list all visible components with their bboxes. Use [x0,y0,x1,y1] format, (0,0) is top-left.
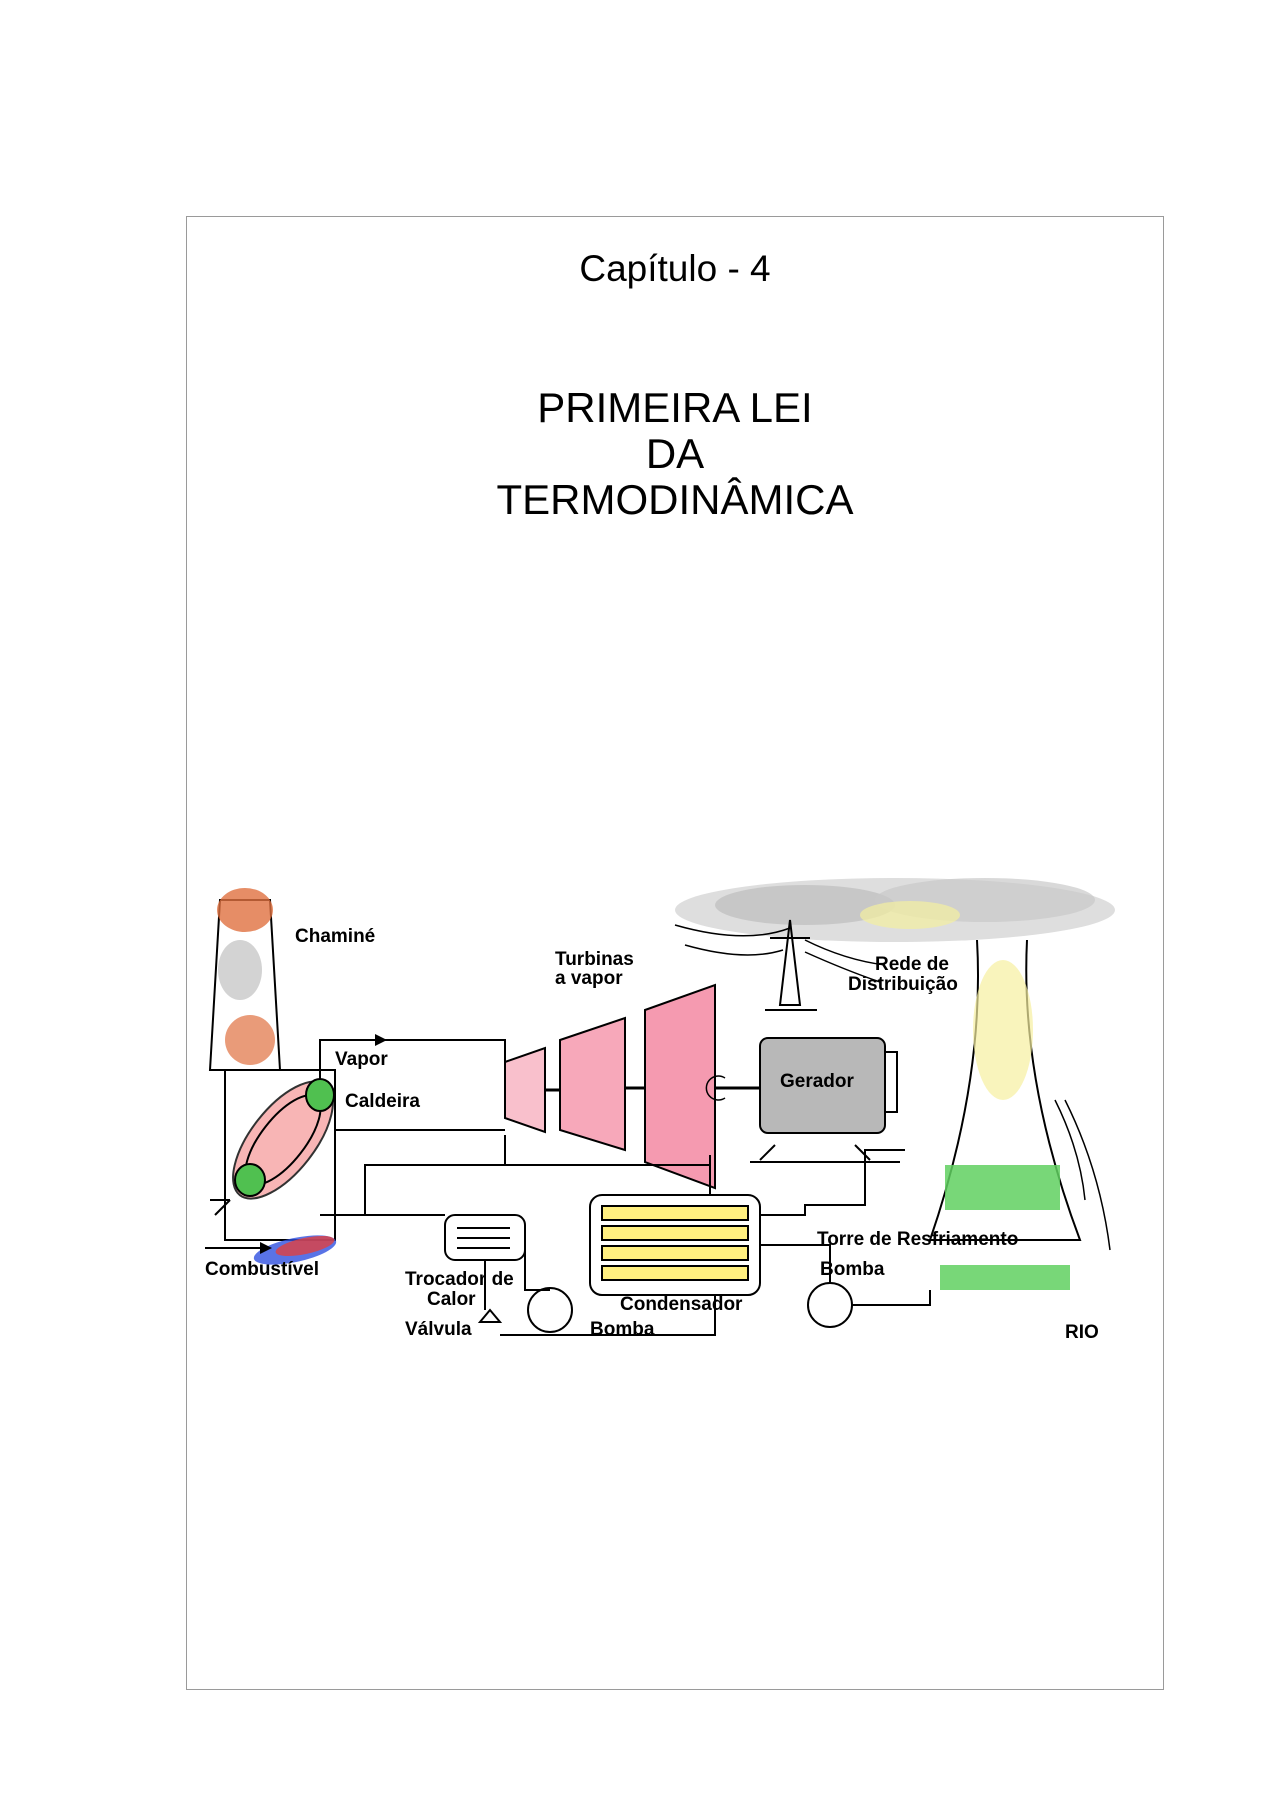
valve-icon [477,1308,503,1323]
steam-line [319,1039,506,1080]
pump-right-label: Bomba [820,1259,885,1280]
piping [320,1129,931,1336]
cooling-tower-label: Torre de Resfriamento [817,1229,1018,1250]
grid-label-line1: Rede de [875,954,949,975]
chapter-title: PRIMEIRA LEI DA TERMODINÂMICA [186,385,1164,523]
boiler-label: Caldeira [345,1091,420,1112]
chimney [208,888,282,1071]
condenser-label: Condensador [620,1294,743,1315]
heat-exchanger [444,1214,526,1261]
generator-label: Gerador [780,1071,855,1092]
fuel-label: Combustível [205,1259,319,1280]
title-line-3: TERMODINÂMICA [496,476,854,523]
page-frame [186,216,1164,1690]
steam-label: Vapor [335,1049,388,1070]
chimney-label: Chaminé [295,926,375,947]
chapter-heading: Capítulo - 4 [579,248,771,289]
river-label: RIO [1065,1322,1099,1343]
pump-left-icon [527,1287,573,1333]
title-line-2: DA [645,430,705,477]
steam-cloud [675,878,1115,942]
grid-label-line2: Distribuição [848,974,958,995]
pump-left-label: Bomba [590,1319,655,1340]
heat-exchanger-label-line1: Trocador de [405,1269,514,1290]
valve-label: Válvula [405,1319,472,1340]
turbines-label-line2: a vapor [555,968,623,989]
title-line-1: PRIMEIRA LEI [537,384,813,431]
steam-arrow-icon [375,1034,387,1046]
heat-exchanger-label-line2: Calor [427,1289,476,1310]
transmission-tower [674,919,886,1011]
power-plant-diagram: Chaminé Caldeira Combustível Vapor Turbi… [205,878,1115,1343]
pump-right-icon [807,1282,853,1328]
fuel-arrow-icon [260,1242,272,1254]
turbines-label-line1: Turbinas [555,949,634,970]
condenser [589,1194,761,1296]
steam-turbines [504,983,760,1190]
boiler [210,1069,337,1265]
generator [705,1037,900,1163]
cooling-tower [928,939,1111,1290]
